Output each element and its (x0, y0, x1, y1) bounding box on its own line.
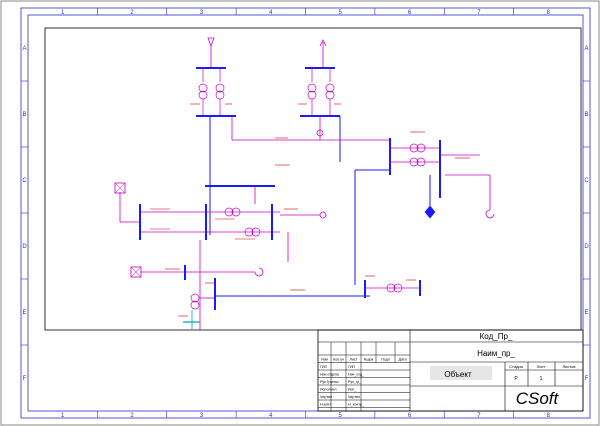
zone-column-label: 8 (547, 413, 551, 419)
feeder-left (196, 37, 300, 186)
signature-col-header: №док (364, 358, 374, 362)
signature-col-header: Подп (381, 358, 390, 362)
zone-row-label: B (22, 112, 26, 118)
zone-row-label: D (584, 244, 589, 250)
antenna-icon (207, 37, 215, 48)
stage-header: Стадия (509, 364, 523, 369)
signature-role: Нач.отдела (320, 372, 339, 376)
zone-row-label: D (22, 244, 27, 250)
zone-row-label: E (22, 310, 26, 316)
title-block: Код_Пр_ Наим_пр_ Объект Стадия Лист Лист… (317, 329, 584, 412)
signature-name: ГИП (348, 365, 356, 369)
termination-icon (485, 209, 495, 219)
zone-column-label: 4 (269, 413, 273, 419)
zone-row-label: F (23, 376, 27, 382)
sheet-value: 1 (540, 376, 543, 382)
zone-column-label: 1 (61, 413, 65, 419)
signature-name: Нач_отд_ (348, 372, 365, 376)
object-name: Объект (444, 370, 472, 379)
signature-col-header: Дата (399, 358, 407, 362)
stage-value: Р (514, 376, 518, 382)
zone-column-label: 8 (547, 10, 551, 16)
transformer-icon (307, 83, 317, 93)
zone-column-label: 3 (200, 413, 204, 419)
zone-column-label: 2 (130, 10, 134, 16)
object-field-bg (430, 366, 492, 380)
zone-row-label: C (584, 178, 589, 184)
signature-role: Н.конт. (320, 402, 331, 406)
signature-col-header: Лист (350, 358, 358, 362)
sheets-header: Листов (563, 364, 576, 369)
load-box-icon (114, 182, 126, 194)
zone-row-label: C (22, 178, 27, 184)
zone-row-label: B (584, 112, 588, 118)
zone-ticks (21, 8, 590, 418)
zone-column-label: 1 (61, 10, 65, 16)
signature-name: Исп_ (348, 387, 357, 391)
zone-row-label: A (22, 46, 26, 52)
zone-column-label: 2 (130, 413, 134, 419)
zone-column-label: 7 (477, 10, 481, 16)
sheet-header: Лист (537, 364, 546, 369)
signature-name: Рук_гр_ (348, 380, 362, 384)
zone-column-label: 6 (408, 10, 412, 16)
project-code: Код_Пр_ (480, 332, 513, 341)
branch-lower-right (364, 280, 421, 298)
zone-row-label: A (584, 46, 588, 52)
termination-icon (254, 267, 264, 277)
transformer-icon (198, 83, 208, 93)
zone-column-label: 6 (408, 413, 412, 419)
ground-diamond-icon (424, 205, 436, 219)
arrow-up-icon (319, 39, 327, 47)
signature-role: Исполнил (320, 387, 336, 391)
zone-column-label: 7 (477, 413, 481, 419)
zone-row-label: F (585, 376, 589, 382)
bus-middle (114, 182, 327, 262)
signature-col-header: Кол.уч (333, 358, 344, 362)
signature-name: Чертил (348, 395, 360, 399)
zone-row-label: E (584, 310, 588, 316)
signature-rows: ГИП ГИП Нач.отдела Нач_отд_ Рук.Группы Рук_гр… (320, 365, 365, 407)
signature-role: Чертил (320, 395, 332, 399)
signature-role: ГИП (320, 365, 328, 369)
annotations (150, 103, 470, 317)
schematic (114, 37, 495, 330)
transformer-icon (215, 83, 225, 93)
signature-grid (318, 341, 410, 411)
zone-column-label: 3 (200, 10, 204, 16)
branch-lower-left (130, 240, 370, 330)
zone-column-label: 4 (269, 10, 273, 16)
signature-name: Н_контр_ (348, 402, 365, 406)
motor-icon (319, 211, 327, 219)
transformer-icon (325, 83, 335, 93)
zone-column-label: 5 (339, 413, 343, 419)
signature-role: Рук.Группы (320, 380, 339, 384)
company-logo: CSoft (516, 389, 560, 408)
signature-col-header: Изм (321, 358, 328, 362)
zone-column-label: 5 (339, 10, 343, 16)
branch-right (354, 138, 495, 285)
signature-headers: Изм Кол.уч Лист №док Подп Дата (321, 358, 406, 362)
drawing-area-border (44, 27, 582, 331)
feeder-right (300, 39, 390, 162)
project-name: Наим_пр_ (477, 349, 515, 358)
